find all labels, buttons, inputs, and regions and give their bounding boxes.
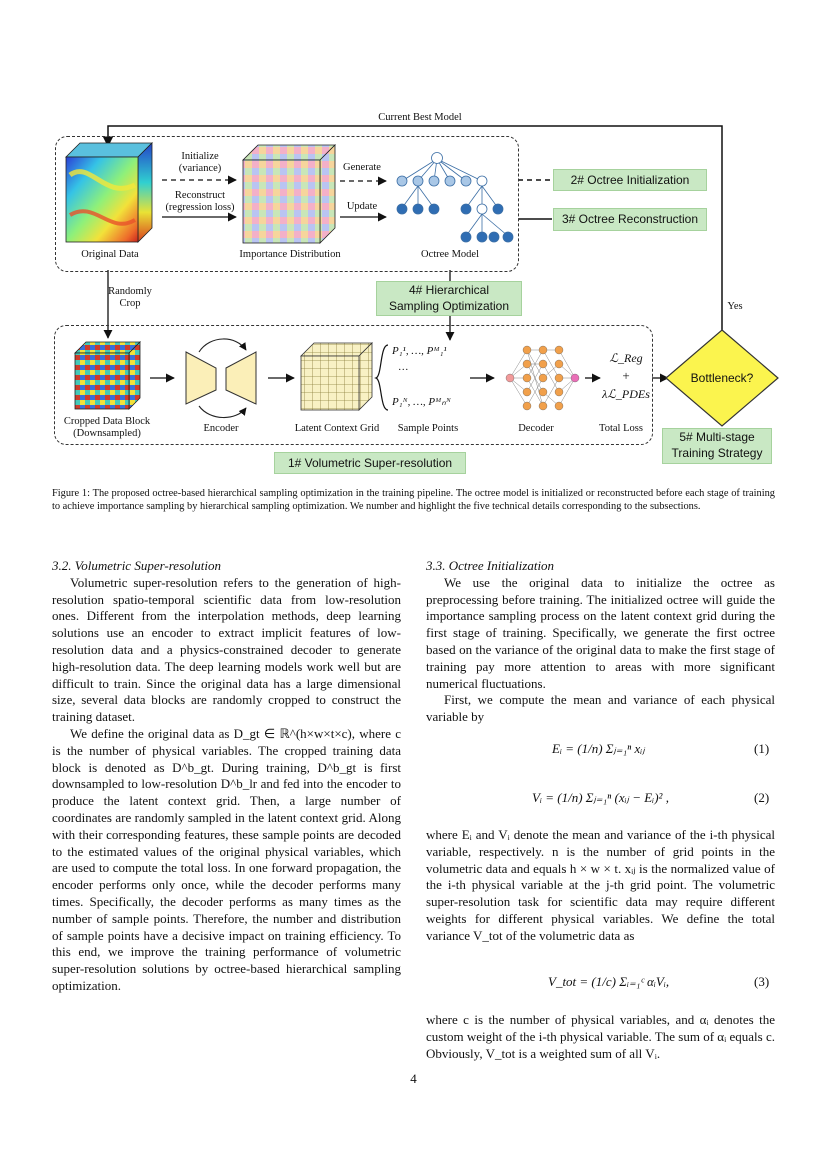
encoder-label: Encoder	[203, 423, 239, 434]
figure-caption: Figure 1: The proposed octree-based hier…	[52, 488, 775, 513]
section-heading-3-3: 3.3. Octree Initialization	[426, 558, 555, 573]
latent-context-grid-cube	[300, 342, 373, 411]
right-column-top: 3.3. Octree Initialization We use the or…	[426, 558, 775, 726]
page-number: 4	[410, 1071, 417, 1086]
octree-reconstruction-box: 3# Octree Reconstruction	[553, 208, 707, 231]
current-best-model-label: Current Best Model	[378, 112, 462, 123]
equation-1-number: (1)	[754, 741, 770, 756]
reconstruct-label: Reconstruct (regression loss)	[165, 190, 235, 213]
generate-label: Generate	[343, 162, 381, 173]
sample-points-first: P₁¹, …, Pᴹ₁¹	[392, 345, 447, 357]
sample-points-ellipsis: …	[398, 362, 409, 373]
equation-3-number: (3)	[754, 974, 770, 989]
total-loss-label: Total Loss	[599, 423, 643, 434]
importance-distribution-label: Importance Distribution	[239, 249, 341, 260]
right-column-bottom: where c is the number of physical variab…	[426, 1012, 775, 1062]
original-data-cube	[65, 142, 153, 243]
top-dashed-container	[55, 136, 519, 272]
cropped-data-label: Cropped Data Block (Downsampled)	[63, 416, 151, 439]
original-data-label: Original Data	[81, 249, 139, 260]
equation-3: V_tot = (1/c) Σᵢ₌₁ᶜ αᵢVᵢ,	[548, 974, 670, 989]
loss-pde: λℒ_PDEs	[602, 387, 650, 401]
equation-2: Vᵢ = (1/n) Σⱼ₌₁ⁿ (xᵢⱼ − Eᵢ)² ,	[532, 790, 669, 805]
left-column: 3.2. Volumetric Super-resolution Volumet…	[52, 558, 401, 995]
loss-reg: ℒ_Reg	[609, 351, 643, 365]
bottleneck-diamond	[665, 329, 779, 427]
sample-points-label: Sample Points	[397, 423, 459, 434]
equation-2-number: (2)	[754, 790, 770, 805]
equation-1: Eᵢ = (1/n) Σⱼ₌₁ⁿ xᵢⱼ	[552, 741, 645, 756]
update-label: Update	[346, 201, 378, 212]
bottleneck-label: Bottleneck?	[690, 371, 754, 385]
paragraph: where Eᵢ and Vᵢ denote the mean and vari…	[426, 827, 775, 943]
decoder-network	[505, 345, 580, 411]
encoder-shape	[185, 338, 257, 419]
figure-diagram	[65, 125, 779, 427]
paragraph: We use the original data to initialize t…	[426, 574, 775, 691]
loss-plus: +	[622, 368, 630, 383]
paragraph: Volumetric super-resolution refers to th…	[52, 574, 401, 725]
yes-label: Yes	[727, 301, 743, 312]
hierarchical-sampling-box: 4# Hierarchical Sampling Optimization	[376, 281, 522, 316]
paragraph: We define the original data as D_gt ∈ ℝ^…	[52, 725, 401, 993]
octree-initialization-box: 2# Octree Initialization	[553, 169, 707, 191]
latent-context-grid-label: Latent Context Grid	[294, 423, 380, 434]
multi-stage-training-box: 5# Multi-stage Training Strategy	[662, 428, 772, 464]
sample-points-last: P₁ᴺ, …, Pᴹₙᴺ	[392, 396, 451, 408]
section-heading-3-2: 3.2. Volumetric Super-resolution	[52, 558, 221, 573]
initialize-label: Initialize (variance)	[178, 151, 222, 174]
randomly-crop-label: Randomly Crop	[108, 286, 152, 309]
octree-model-label: Octree Model	[420, 249, 480, 260]
importance-distribution-cube	[242, 144, 336, 244]
bottom-dashed-container	[54, 325, 653, 445]
volumetric-super-resolution-box: 1# Volumetric Super-resolution	[274, 452, 466, 474]
octree-model	[396, 152, 514, 243]
paragraph: First, we compute the mean and variance …	[426, 692, 775, 725]
decoder-label: Decoder	[518, 423, 554, 434]
paragraph: where c is the number of physical variab…	[426, 1012, 775, 1061]
right-column-middle: where Eᵢ and Vᵢ denote the mean and vari…	[426, 827, 775, 945]
cropped-data-block	[74, 341, 141, 410]
